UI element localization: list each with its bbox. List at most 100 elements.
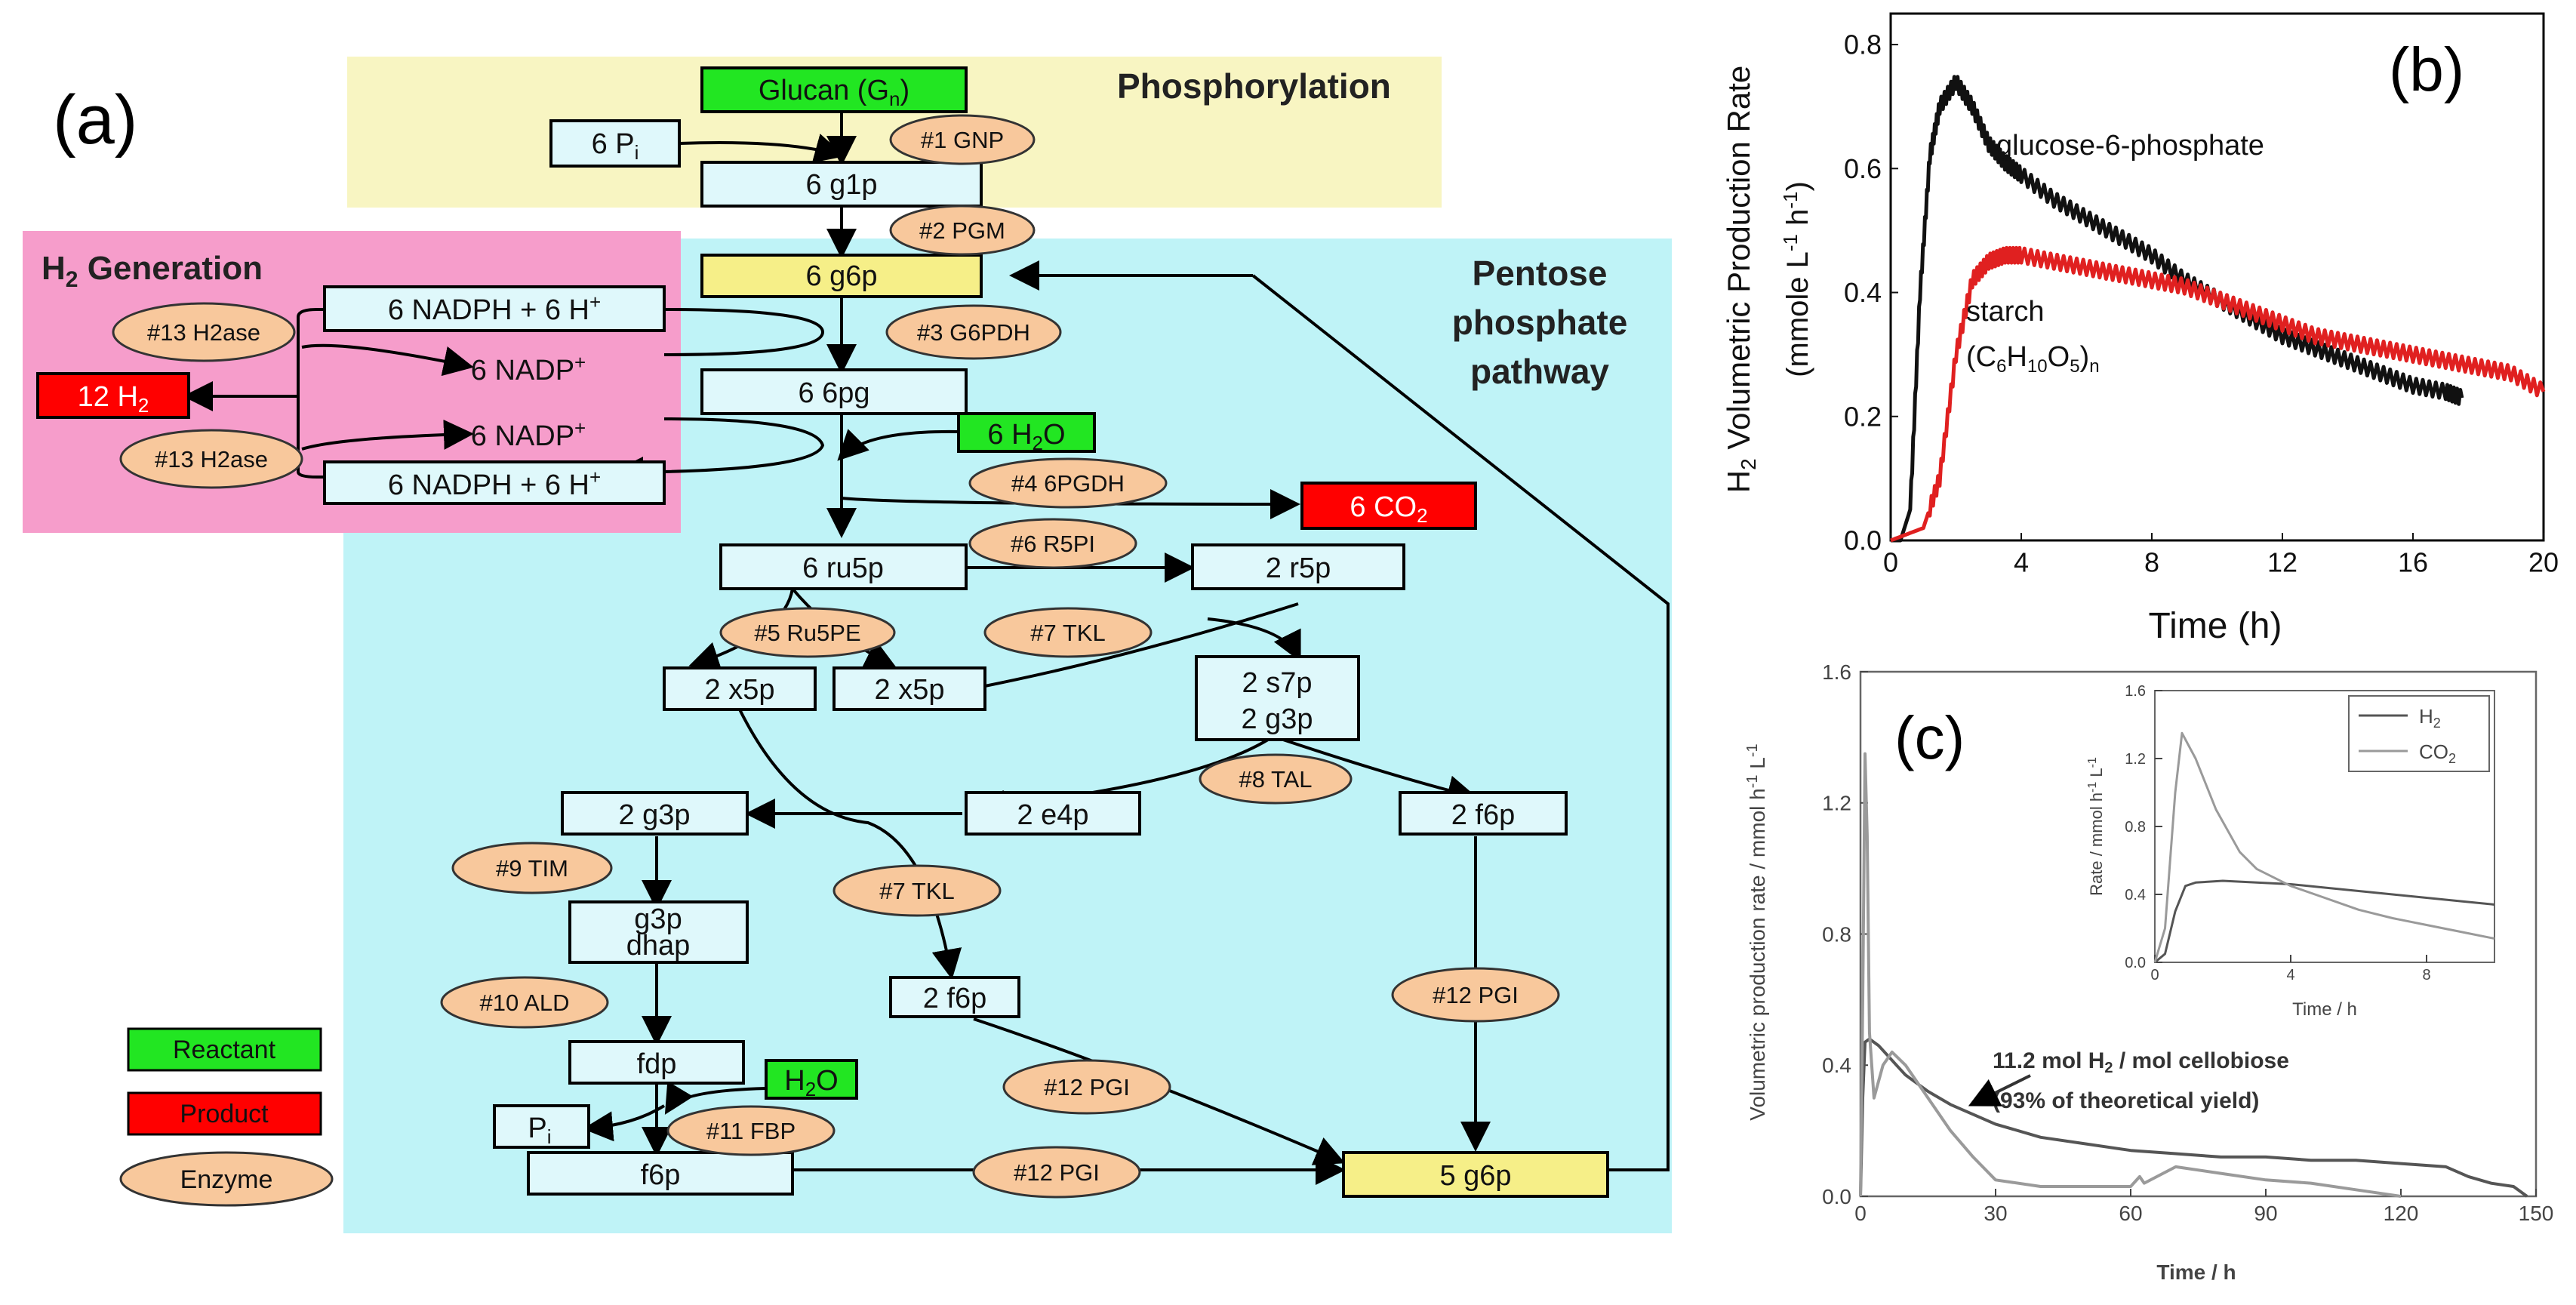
panel-c-ytick-label-1: 0.4 xyxy=(1822,1054,1851,1077)
box-glucan xyxy=(700,66,968,113)
label-5g6p: 5 g6p xyxy=(1439,1160,1511,1192)
panel-c-xlabel: Time / h xyxy=(2156,1260,2236,1284)
enzyme-10 xyxy=(440,976,609,1029)
panel-b-series xyxy=(1889,75,2546,543)
enzyme-2 xyxy=(889,205,1036,256)
inset-ytick-label-2: 0.8 xyxy=(2125,819,2146,836)
inset-ytick-label-3: 1.2 xyxy=(2125,751,2146,768)
label-6g1p: 6 g1p xyxy=(805,169,877,201)
panel-c-xtick-label-2: 60 xyxy=(2119,1202,2142,1225)
box-nadph-top xyxy=(323,285,666,332)
enzyme-8 xyxy=(1199,753,1353,805)
enzyme-6 xyxy=(968,518,1137,569)
inset-ytick-label-0: 0.0 xyxy=(2125,955,2146,971)
label-nadph-bot: 6 NADPH + 6 H+ xyxy=(388,466,601,501)
legend-reactant-label: Reactant xyxy=(173,1036,276,1064)
inset-ylabel: Rate / mmol h-1 L-1 xyxy=(2086,757,2106,896)
label-12h2: 12 H2 xyxy=(78,381,149,417)
enzyme-label-13b: #13 H2ase xyxy=(155,446,268,472)
panel-b-ylabel-units: (mmole L-1 h-1) xyxy=(1779,181,1814,377)
enzyme-12c xyxy=(972,1146,1141,1199)
box-nadph-bot xyxy=(323,460,666,505)
box-2s7p-2g3p xyxy=(1195,655,1360,741)
panel-c-xtick-label-5: 150 xyxy=(2519,1202,2554,1225)
enzyme-label-12c: #12 PGI xyxy=(1014,1159,1100,1186)
panel-b-series-starch xyxy=(1890,245,2546,543)
panel-b-ytick-label-2: 0.4 xyxy=(1844,277,1882,308)
panel-c-y-ticks: 0.00.40.81.21.6 xyxy=(1822,660,1868,1208)
ppp-title-3: pathway xyxy=(1470,352,1609,391)
panel-c-ytick-label-2: 0.8 xyxy=(1822,922,1851,946)
enzyme-label-12b: #12 PGI xyxy=(1044,1074,1130,1100)
enzyme-1 xyxy=(889,114,1036,165)
legend-g6p: glucose-6-phosphate xyxy=(1996,130,2264,162)
box-2f6p-b xyxy=(889,976,1020,1018)
enzyme-7a xyxy=(983,607,1153,658)
label-6ru5p: 6 ru5p xyxy=(802,552,884,584)
box-6ru5p xyxy=(719,543,968,590)
panel-c-xtick-label-0: 0 xyxy=(1854,1202,1867,1225)
phosphorylation-title: Phosphorylation xyxy=(1117,66,1391,106)
panel-b-xtick-label-0: 0 xyxy=(1883,546,1898,577)
panel-b-series-glucose-6-phosphate xyxy=(1889,75,2464,543)
inset-xtick-label-1: 4 xyxy=(2286,967,2294,983)
panel-b-ytick-label-4: 0.8 xyxy=(1844,29,1882,60)
panel-b-xtick-label-3: 12 xyxy=(2267,546,2297,577)
enzyme-label-13a: #13 H2ase xyxy=(147,319,260,346)
enzyme-4 xyxy=(968,457,1168,509)
enzyme-12a xyxy=(1391,967,1560,1023)
enzyme-label-7a: #7 TKL xyxy=(1030,620,1105,646)
panel-c-xtick-label-3: 90 xyxy=(2254,1202,2277,1225)
label-2g3p-a: 2 g3p xyxy=(618,799,690,831)
panel-b-ytick-label-0: 0.0 xyxy=(1844,525,1882,556)
panel-c-annotation-arrow xyxy=(1968,1074,2031,1106)
enzyme-label-2: #2 PGM xyxy=(919,217,1005,244)
panel-b-y-ticks: 0.00.20.40.60.8 xyxy=(1844,29,1898,556)
legend-enzyme-swatch xyxy=(119,1151,334,1207)
panel-c-annotation-2: (93% of theoretical yield) xyxy=(1993,1088,2259,1113)
label-nadph-top: 6 NADPH + 6 H+ xyxy=(388,291,601,326)
inset-ytick-label-1: 0.4 xyxy=(2125,887,2146,903)
box-2e4p xyxy=(965,791,1141,836)
panel-b-plot-area xyxy=(1889,12,2545,542)
box-2x5p-b xyxy=(833,666,986,711)
h2-generation-title: H2 Generation xyxy=(42,250,263,292)
label-g3p: g3p xyxy=(634,903,682,935)
label-6co2: 6 CO2 xyxy=(1350,491,1427,527)
enzyme-label-11: #11 FBP xyxy=(706,1118,796,1144)
panel-b-xtick-label-5: 20 xyxy=(2528,546,2559,577)
inset-xtick-label-0: 0 xyxy=(2150,967,2159,983)
metabolite-boxes xyxy=(36,66,1609,1198)
legend: Reactant Product Enzyme xyxy=(119,1027,334,1207)
inset-y-ticks: 0.00.40.81.21.6 xyxy=(2125,683,2162,971)
label-2f6p: 2 f6p xyxy=(1451,799,1516,831)
panel-c-xtick-label-1: 30 xyxy=(1984,1202,2007,1225)
legend-product-swatch xyxy=(127,1091,322,1136)
label-6g6p: 6 g6p xyxy=(805,260,877,292)
panel-b-xlabel: Time (h) xyxy=(2149,606,2282,646)
label-nadp-bot: 6 NADP+ xyxy=(471,417,586,452)
box-2f6p xyxy=(1399,791,1568,836)
label-2x5p-a: 2 x5p xyxy=(705,674,775,706)
panel-c-annotation-1: 11.2 mol H2 / mol cellobiose xyxy=(1993,1048,2289,1076)
box-6pi xyxy=(549,119,681,168)
panel-a-label: (a) xyxy=(53,82,137,159)
inset-legend-box xyxy=(2348,695,2490,772)
enzyme-label-3: #3 G6PDH xyxy=(917,319,1030,346)
inset-xlabel: Time / h xyxy=(2292,999,2357,1020)
enzyme-11 xyxy=(666,1105,836,1156)
enzyme-7b xyxy=(833,864,1002,917)
panel-b-xtick-label-1: 4 xyxy=(2014,546,2029,577)
legend-product-label: Product xyxy=(180,1100,269,1128)
panel-c-series-H2 xyxy=(1859,1037,2528,1198)
label-dhap: dhap xyxy=(626,930,691,962)
enzyme-label-10: #10 ALD xyxy=(480,990,570,1016)
label-f6p: f6p xyxy=(641,1159,681,1191)
panel-b-ytick-label-1: 0.2 xyxy=(1844,401,1882,432)
label-nadp-top: 6 NADP+ xyxy=(471,351,586,386)
legend-reactant-swatch xyxy=(127,1027,322,1072)
box-6g6p xyxy=(700,254,983,298)
enzyme-9 xyxy=(451,842,613,894)
